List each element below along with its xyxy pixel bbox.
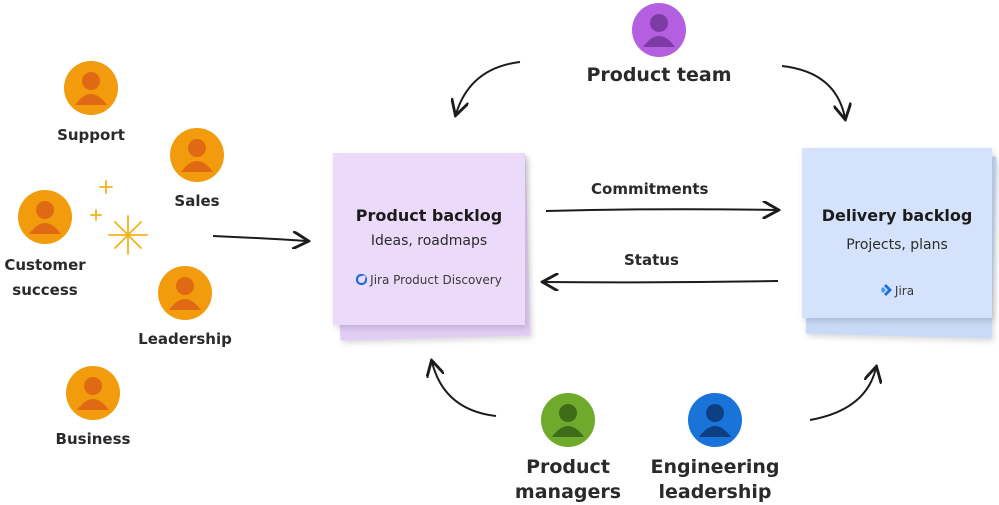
product-managers-to-product-backlog-arrow — [432, 362, 497, 417]
business-label: Business — [55, 430, 131, 448]
engineering-leadership-label-line2: leadership — [658, 481, 772, 503]
jira-product-discovery-icon — [355, 273, 368, 288]
delivery-backlog-brand-label: Jira — [894, 284, 915, 298]
product-managers-avatar — [541, 393, 595, 447]
engineering-to-delivery-backlog-arrow — [809, 368, 876, 421]
product-backlog-subtitle: Ideas, roadmaps — [370, 233, 488, 249]
engineering-leadership-avatar — [688, 393, 742, 447]
product-managers-label-line2: managers — [514, 481, 622, 503]
business-avatar — [66, 366, 120, 420]
product-backlog-brand: Jira Product Discovery — [333, 273, 525, 288]
status-arrow — [544, 281, 779, 282]
delivery-backlog-title: Delivery backlog — [821, 206, 973, 225]
delivery-backlog-subtitle: Projects, plans — [846, 237, 948, 253]
sales-label: Sales — [174, 192, 220, 210]
product-managers-label-line1: Product — [526, 456, 610, 478]
commitments-arrow — [545, 209, 777, 211]
product-team-avatar — [632, 3, 686, 57]
engineering-leadership-label-line1: Engineering — [650, 456, 780, 478]
jira-icon — [880, 284, 892, 299]
customer-success-avatar — [18, 190, 72, 244]
delivery-backlog-brand: Jira — [802, 284, 992, 299]
delivery-backlog-note: Delivery backlog Projects, plans Jira — [802, 148, 992, 318]
stakeholders-to-product-backlog-arrow — [212, 236, 307, 241]
leadership-label: Leadership — [138, 330, 232, 348]
support-label: Support — [57, 126, 125, 144]
product-backlog-title: Product backlog — [355, 206, 503, 225]
support-avatar — [64, 61, 118, 115]
sales-avatar — [170, 128, 224, 182]
customer-success-label-line1: Customer — [4, 256, 86, 274]
status-label: Status — [624, 251, 679, 269]
product-backlog-note: Product backlog Ideas, roadmaps Jira Pro… — [333, 153, 525, 325]
product-team-to-product-backlog-arrow — [456, 61, 521, 114]
customer-success-label-line2: success — [12, 281, 78, 299]
product-team-label: Product team — [586, 64, 732, 86]
product-team-to-delivery-backlog-arrow — [781, 65, 845, 118]
commitments-label: Commitments — [591, 180, 709, 198]
leadership-avatar — [158, 266, 212, 320]
sparkle-icon — [90, 180, 148, 255]
product-backlog-brand-label: Jira Product Discovery — [370, 273, 502, 287]
